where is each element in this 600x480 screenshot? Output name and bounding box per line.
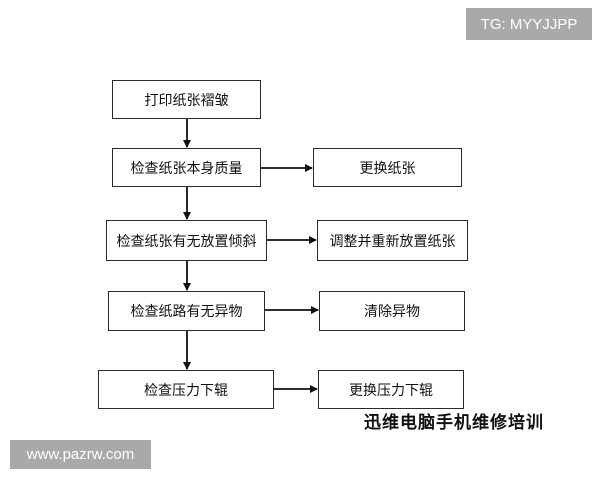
brand-caption: 迅维电脑手机维修培训: [364, 413, 544, 433]
action-readjust-paper: 调整并重新放置纸张: [317, 220, 468, 261]
watermark-top: TG: MYYJJPP: [466, 8, 592, 40]
step-check-paper-tilt: 检查纸张有无放置倾斜: [106, 220, 267, 261]
action-replace-paper: 更换纸张: [313, 148, 462, 187]
step-print-paper-wrinkle: 打印纸张褶皱: [112, 80, 261, 119]
step-check-paper-quality: 检查纸张本身质量: [112, 148, 261, 187]
watermark-bottom: www.pazrw.com: [10, 440, 151, 469]
action-replace-pressure-roller: 更换压力下辊: [318, 370, 464, 409]
step-check-pressure-roller: 检查压力下辊: [98, 370, 274, 409]
action-clear-foreign-object: 清除异物: [319, 291, 465, 331]
step-check-paper-path: 检查纸路有无异物: [108, 291, 265, 331]
